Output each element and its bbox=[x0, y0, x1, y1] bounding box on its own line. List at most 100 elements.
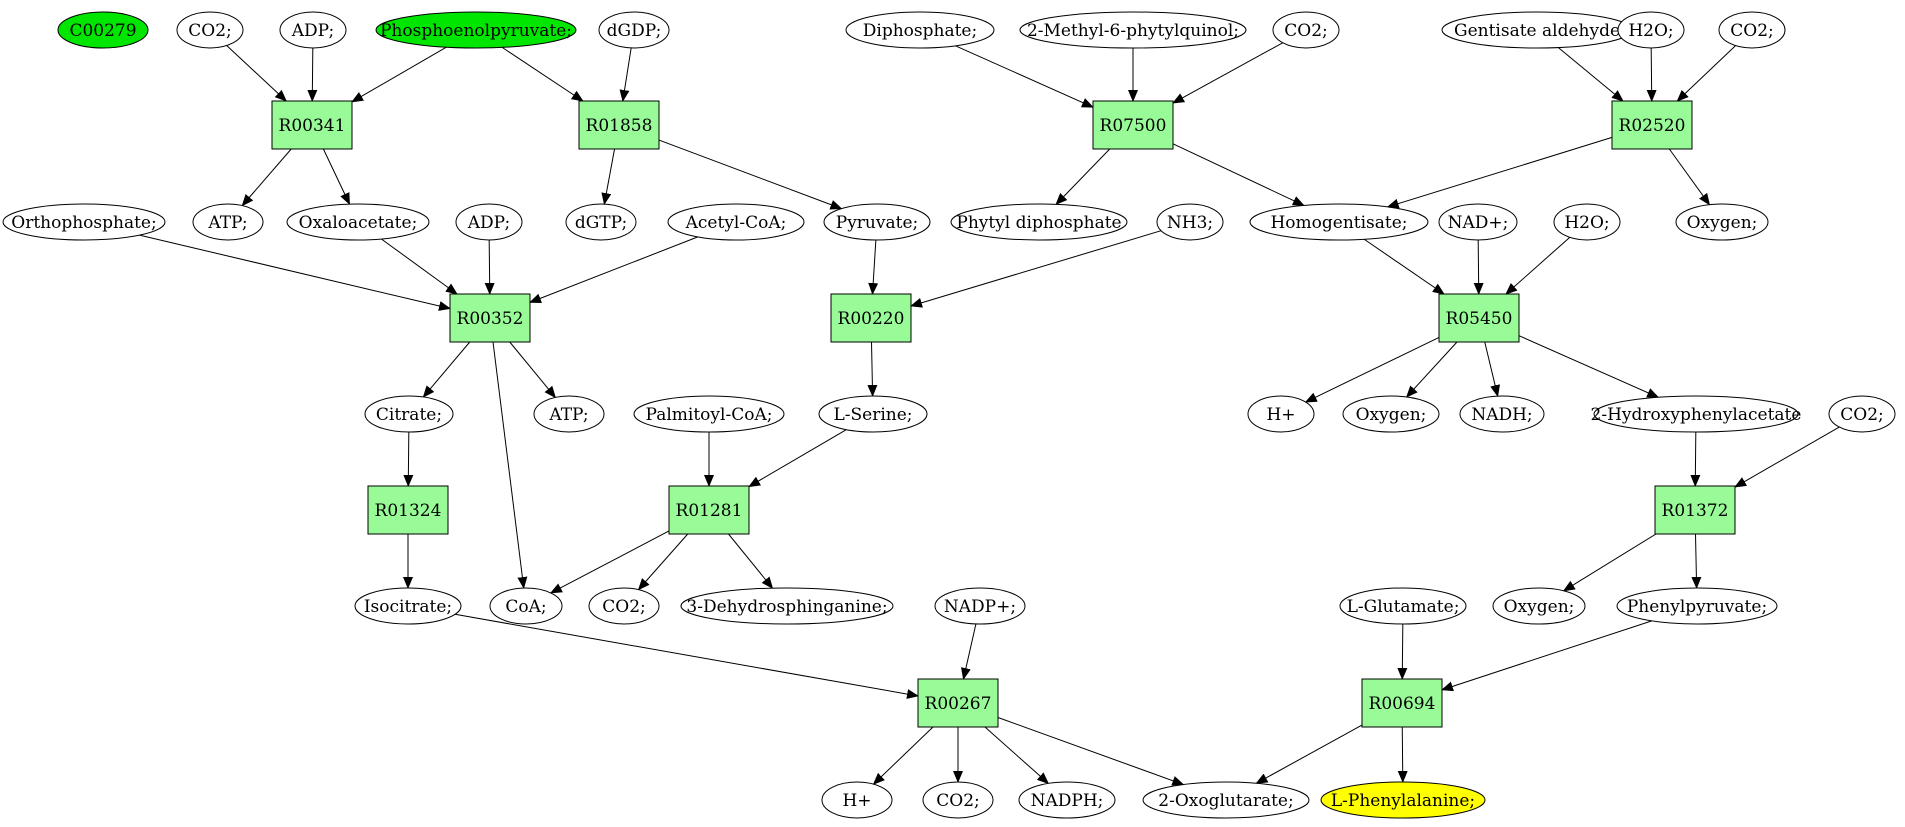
node-label: L-Phenylalanine; bbox=[1331, 791, 1475, 811]
edge-adp_a-to-r00341 bbox=[307, 47, 318, 102]
reaction-box bbox=[668, 485, 750, 535]
node-label: Phenylpyruvate; bbox=[1627, 597, 1767, 617]
node-label: H+ bbox=[1266, 405, 1295, 425]
node-label: 2-Oxoglutarate; bbox=[1158, 791, 1293, 811]
compound-ellipse bbox=[1320, 781, 1486, 819]
edge-r00352-to-citrate bbox=[422, 341, 471, 398]
compound-ellipse bbox=[823, 203, 931, 241]
compound-node-adp_b: ADP; bbox=[455, 203, 523, 241]
edge-r00267-to-hplus_b bbox=[872, 726, 934, 785]
compound-node-hpa: 2-Hydroxyphenylacetate bbox=[1591, 395, 1801, 433]
node-label: Isocitrate; bbox=[364, 597, 452, 617]
node-label: Oxaloacetate; bbox=[299, 213, 418, 233]
edge-h2o_a-to-r02520 bbox=[1646, 47, 1657, 102]
compound-node-homogent: Homogentisate; bbox=[1249, 203, 1429, 241]
node-label: ATP; bbox=[207, 213, 247, 233]
compound-node-atp_a: ATP; bbox=[192, 203, 264, 241]
node-label: H2O; bbox=[1564, 213, 1609, 233]
node-label: Citrate; bbox=[376, 405, 442, 425]
compound-node-lglu: L-Glutamate; bbox=[1339, 587, 1467, 625]
edge-r05450-to-hpa bbox=[1518, 335, 1660, 398]
edge-pep-to-r01858 bbox=[501, 46, 584, 102]
node-label: R00352 bbox=[457, 309, 524, 329]
edge-r00352-to-coa bbox=[492, 341, 528, 590]
compound-ellipse bbox=[286, 203, 430, 241]
node-label: Acetyl-CoA; bbox=[685, 213, 787, 233]
reaction-box bbox=[1092, 100, 1174, 150]
reaction-box bbox=[1611, 100, 1693, 150]
compound-ellipse bbox=[598, 11, 670, 49]
compound-node-oxoglut: 2-Oxoglutarate; bbox=[1142, 781, 1310, 819]
compound-node-dgtp: dGTP; bbox=[565, 203, 637, 241]
edge-r01858-to-pyruvate bbox=[658, 139, 843, 210]
edge-co2_d-to-r01372 bbox=[1734, 426, 1840, 488]
node-label: 3-Dehydrosphinganine; bbox=[686, 597, 887, 617]
compound-ellipse bbox=[1593, 395, 1799, 433]
node-label: Gentisate aldehyde bbox=[1454, 21, 1620, 41]
edge-orthophos-to-r00352 bbox=[139, 234, 451, 311]
node-label: H+ bbox=[842, 791, 871, 811]
compound-ellipse bbox=[1492, 587, 1586, 625]
edge-r00267-to-oxoglut bbox=[997, 717, 1185, 786]
compound-node-hplus_a: H+ bbox=[1247, 395, 1315, 433]
reaction-node-r01281: R01281 bbox=[668, 485, 750, 535]
compound-ellipse bbox=[1617, 11, 1685, 49]
compound-node-palmcoa: Palmitoyl-CoA; bbox=[633, 395, 785, 433]
edge-r00220-to-lserine bbox=[867, 341, 878, 398]
compound-ellipse bbox=[845, 11, 995, 49]
compound-ellipse bbox=[489, 587, 563, 625]
node-label: R01324 bbox=[375, 501, 442, 521]
compound-ellipse bbox=[1156, 203, 1224, 241]
node-label: NADH; bbox=[1471, 405, 1532, 425]
node-label: Pyruvate; bbox=[836, 213, 918, 233]
edge-r05450-to-hplus_a bbox=[1304, 336, 1440, 403]
node-label: R01281 bbox=[676, 501, 743, 521]
compound-node-phytyldp: Phytyl diphosphate bbox=[950, 203, 1128, 241]
compound-ellipse bbox=[176, 11, 244, 49]
edge-r01372-to-oxygen_c bbox=[1562, 533, 1657, 592]
edge-nadp_plus_a-to-r05450 bbox=[1473, 239, 1484, 295]
node-label: CO2; bbox=[1730, 21, 1774, 41]
compound-node-co2_d: CO2; bbox=[1828, 395, 1896, 433]
edge-isocitrate-to-r00267 bbox=[454, 613, 919, 699]
reaction-node-r00341: R00341 bbox=[271, 100, 353, 150]
compound-node-co2_c: CO2; bbox=[1718, 11, 1786, 49]
edge-gentisald-to-r02520 bbox=[1557, 47, 1624, 102]
edge-r00267-to-nadph bbox=[984, 726, 1050, 785]
edge-diphosphate-to-r07500 bbox=[955, 45, 1094, 108]
reaction-node-r02520: R02520 bbox=[1611, 100, 1693, 150]
compound-ellipse bbox=[1342, 395, 1440, 433]
compound-node-co2_f: CO2; bbox=[922, 781, 994, 819]
node-label: CO2; bbox=[936, 791, 980, 811]
compound-ellipse bbox=[1339, 587, 1467, 625]
compound-ellipse bbox=[680, 587, 894, 625]
node-label: L-Glutamate; bbox=[1347, 597, 1460, 617]
compound-node-nh3: NH3; bbox=[1156, 203, 1224, 241]
compound-ellipse bbox=[1718, 11, 1786, 49]
edge-r01858-to-dgtp bbox=[601, 148, 616, 206]
edge-co2_c-to-r02520 bbox=[1676, 45, 1736, 102]
reaction-node-r01372: R01372 bbox=[1654, 485, 1736, 535]
compound-node-diphosphate: Diphosphate; bbox=[845, 11, 995, 49]
edge-r00341-to-oxaloac bbox=[322, 148, 350, 206]
compound-ellipse bbox=[1247, 395, 1315, 433]
node-label: R00267 bbox=[925, 694, 992, 714]
edge-h2o_b-to-r05450 bbox=[1505, 236, 1571, 295]
reaction-node-r00694: R00694 bbox=[1361, 678, 1443, 728]
reaction-box bbox=[1438, 293, 1520, 343]
edge-pyruvate-to-r00220 bbox=[868, 239, 879, 295]
compound-ellipse bbox=[950, 203, 1128, 241]
node-label: R07500 bbox=[1100, 116, 1167, 136]
compound-ellipse bbox=[1675, 203, 1769, 241]
node-label: Diphosphate; bbox=[863, 21, 977, 41]
node-label: Phytyl diphosphate bbox=[956, 213, 1121, 233]
node-label: Palmitoyl-CoA; bbox=[646, 405, 773, 425]
reaction-node-r00220: R00220 bbox=[830, 293, 912, 343]
compound-ellipse bbox=[1828, 395, 1896, 433]
compound-ellipse bbox=[1019, 11, 1247, 49]
edge-r00352-to-atp_b bbox=[509, 341, 556, 399]
compound-ellipse bbox=[1018, 781, 1116, 819]
node-label: CO2; bbox=[602, 597, 646, 617]
